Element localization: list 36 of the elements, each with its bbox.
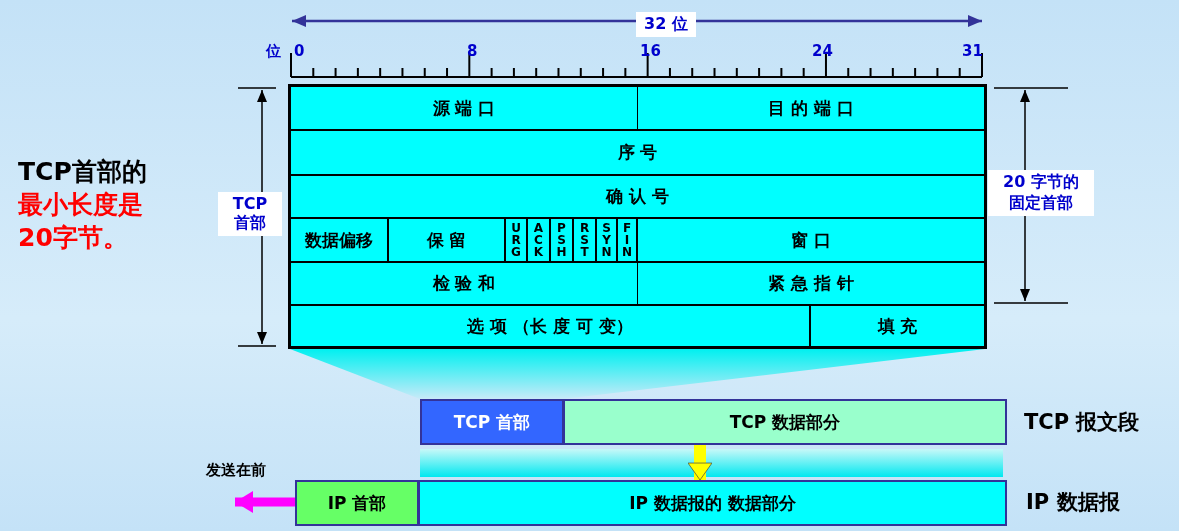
- segment-data-box: TCP 数据部分: [563, 399, 1007, 445]
- arrow: [687, 445, 713, 481]
- flag-field: URG: [505, 218, 527, 262]
- dimension-label: 20 字节的固定首部: [988, 170, 1094, 216]
- dimension-label: TCP 首部: [218, 192, 282, 236]
- bit-number: 0: [294, 42, 305, 60]
- datagram-label: IP 数据报: [1026, 489, 1120, 516]
- bit-number: 31: [962, 42, 983, 60]
- header-field: 紧 急 指 针: [637, 262, 985, 305]
- bit-number: 24: [812, 42, 833, 60]
- note-text: TCP首部的: [18, 156, 147, 188]
- header-field: 目 的 端 口: [637, 86, 985, 130]
- flag-field: RST: [573, 218, 596, 262]
- header-field: 保 留: [388, 218, 505, 262]
- bit-label: 位: [266, 42, 281, 61]
- flag-field: PSH: [550, 218, 573, 262]
- flag-field: ACK: [527, 218, 550, 262]
- segment-label: TCP 报文段: [1024, 409, 1140, 436]
- ip-data-box: IP 数据报的 数据部分: [418, 480, 1007, 526]
- header-field: 数据偏移: [290, 218, 388, 262]
- header-field: 源 端 口: [290, 86, 638, 130]
- flag-field: SYN: [596, 218, 617, 262]
- segment-header-box: TCP 首部: [420, 399, 564, 445]
- ip-header-box: IP 首部: [295, 480, 419, 526]
- flag-field: FIN: [617, 218, 637, 262]
- header-field: 确 认 号: [290, 175, 985, 218]
- bit-width-label: 32 位: [636, 12, 696, 37]
- header-field: 窗 口: [637, 218, 985, 262]
- bit-number: 16: [640, 42, 661, 60]
- note-text: 最小长度是20字节。: [18, 189, 144, 254]
- header-field: 填 充: [810, 305, 985, 347]
- header-field: 检 验 和: [290, 262, 638, 305]
- header-field: 选 项 （长 度 可 变）: [290, 305, 810, 347]
- direction-label: 发送在前: [206, 461, 266, 480]
- header-field: 序 号: [290, 130, 985, 175]
- bit-number: 8: [467, 42, 478, 60]
